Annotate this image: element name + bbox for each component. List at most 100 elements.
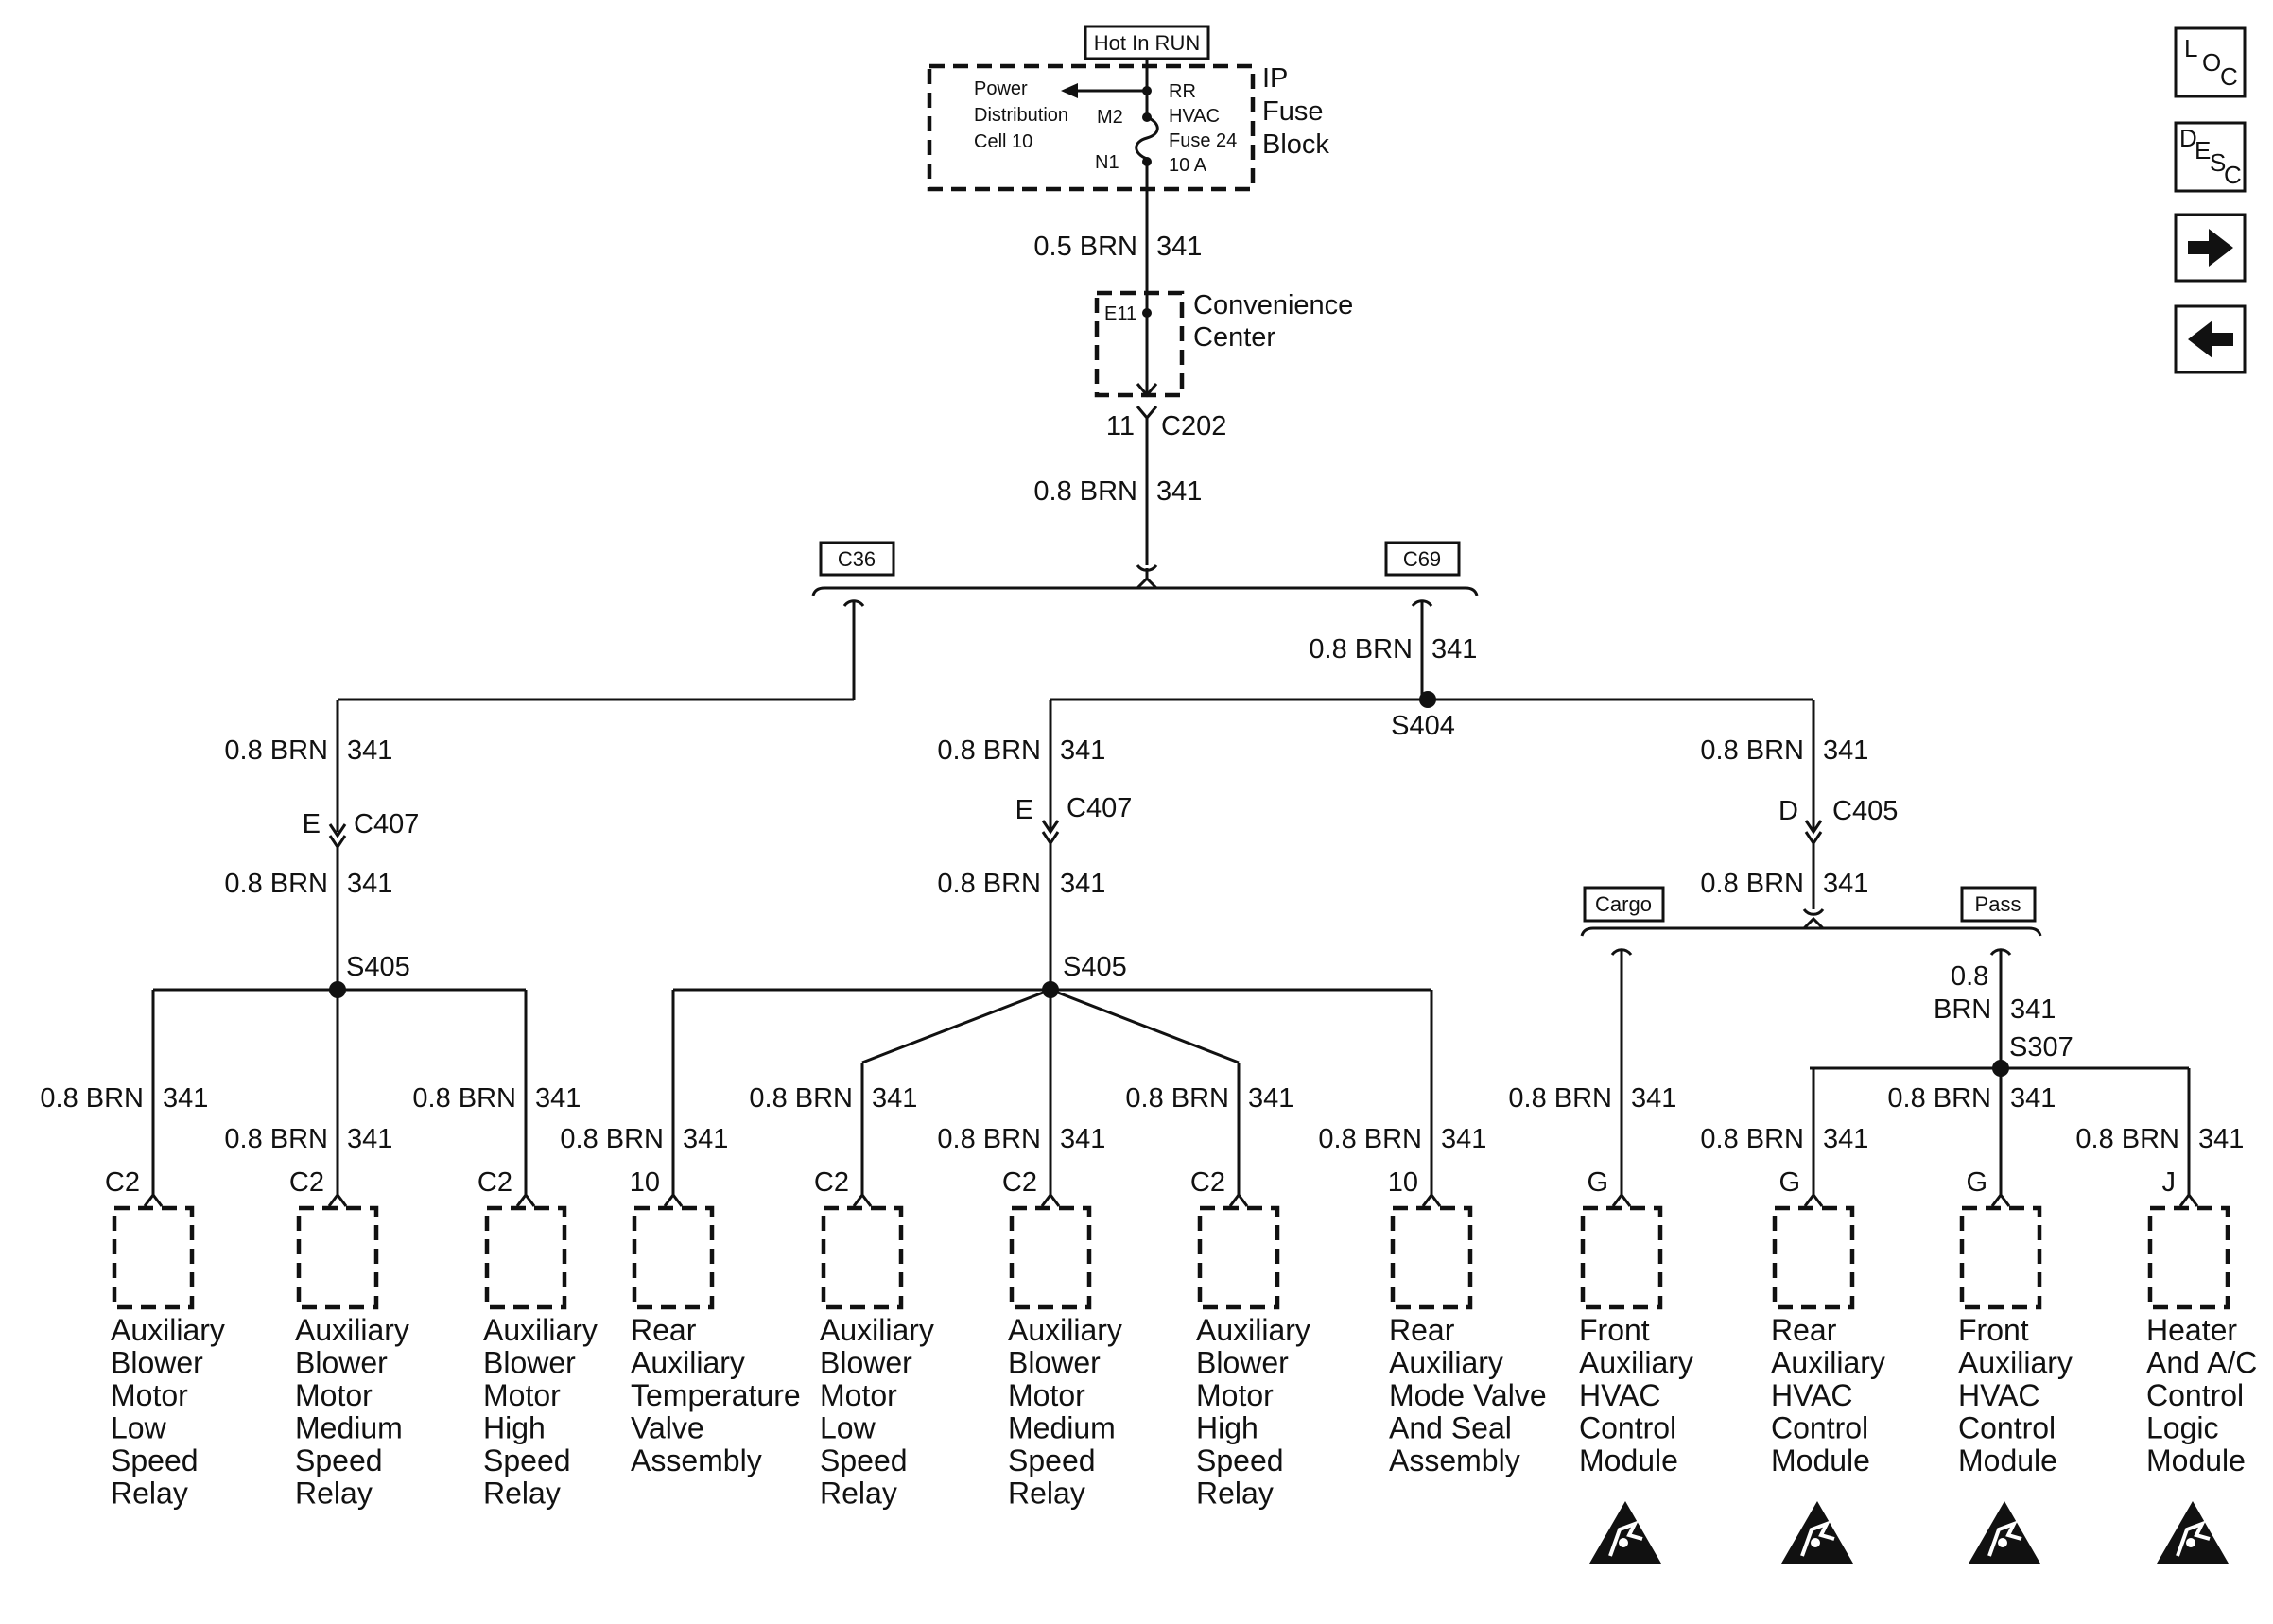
option-c69-box (1384, 541, 1461, 577)
component-label-line: Temperature (631, 1378, 801, 1412)
connector-symbol (2178, 1192, 2199, 1207)
circuit-label: 341 (535, 1083, 581, 1114)
connector-pin: 10 (630, 1167, 660, 1198)
option-bracket-cargo-pass (1580, 926, 2042, 937)
connector-symbol (515, 1192, 536, 1207)
wire-label-stack: BRN (1934, 994, 1991, 1025)
wire-label: 0.8 BRN (1033, 476, 1137, 507)
component-drops: 0.8 BRN 341C2AuxiliaryBlowerMotorLowSpeed… (40, 990, 2257, 1564)
component-label-line: Blower (483, 1346, 576, 1380)
wire-label: 0.8 BRN (1508, 1083, 1612, 1114)
component-label-line: Auxiliary (1579, 1346, 1693, 1380)
component-label-line: Front (1958, 1313, 2029, 1347)
circuit-label: 341 (347, 869, 392, 899)
component-label-line: Motor (820, 1378, 897, 1412)
component-box (1009, 1205, 1092, 1310)
option-bracket-c36-c69 (811, 586, 1479, 596)
component-label-line: HVAC (1771, 1378, 1853, 1412)
loc-button[interactable]: L O C (2174, 26, 2247, 98)
component-box (1197, 1205, 1280, 1310)
circuit-label: 341 (1823, 869, 1868, 899)
arrow-left-icon (2188, 320, 2233, 358)
svg-text:Distribution: Distribution (974, 105, 1068, 126)
component-label-line: And Seal (1389, 1411, 1512, 1445)
circuit-label: 341 (683, 1124, 728, 1154)
svg-text:Cell 10: Cell 10 (974, 131, 1032, 152)
component-label-line: Auxiliary (1008, 1313, 1122, 1347)
component-label-line: Blower (820, 1346, 912, 1380)
c202-label: C202 (1161, 411, 1226, 441)
desc-button[interactable]: D E S C (2174, 121, 2247, 193)
next-page-button[interactable] (2174, 213, 2247, 283)
pin-m2: M2 (1097, 107, 1123, 128)
component-box (1959, 1205, 2042, 1310)
connector-symbol (852, 1192, 873, 1207)
circuit-label: 341 (1631, 1083, 1676, 1114)
svg-text:C: C (2220, 62, 2238, 91)
component-label-line: Speed (820, 1443, 908, 1477)
esd-warning-icon (2157, 1501, 2229, 1564)
power-distribution-label: Power Distribution Cell 10 (974, 78, 1068, 152)
circuit-label: 341 (1248, 1083, 1293, 1114)
c405-label: C405 (1832, 796, 1898, 826)
component-label-line: Speed (1008, 1443, 1096, 1477)
component-label-line: Auxiliary (820, 1313, 934, 1347)
component-label-line: Speed (111, 1443, 199, 1477)
component-label-line: Auxiliary (1958, 1346, 2073, 1380)
circuit-label: 341 (347, 735, 392, 766)
component-label-line: Speed (1196, 1443, 1284, 1477)
previous-page-button[interactable] (2174, 304, 2247, 374)
wire-label: 0.8 BRN (1887, 1083, 1991, 1114)
connector-pin: G (1587, 1167, 1608, 1198)
wire-label: 0.8 BRN (937, 735, 1041, 766)
wire-label: 0.8 BRN (749, 1083, 853, 1114)
svg-text:D: D (2179, 124, 2197, 152)
option-c36-box (819, 541, 895, 577)
connector-pin: G (1778, 1167, 1800, 1198)
component-box (1580, 1205, 1663, 1310)
connector-symbol (1040, 1192, 1061, 1207)
component-label-line: High (483, 1411, 546, 1445)
component-label-line: Auxiliary (1196, 1313, 1310, 1347)
connector-pin: C2 (289, 1167, 324, 1198)
svg-text:HVAC: HVAC (1169, 106, 1220, 127)
pin-e: E (1015, 795, 1033, 825)
component-label-line: Control (2146, 1378, 2244, 1412)
component-label-line: Relay (1008, 1477, 1085, 1511)
component-label-line: Blower (1196, 1346, 1289, 1380)
component-label-line: Auxiliary (295, 1313, 409, 1347)
connector-pin: 10 (1388, 1167, 1418, 1198)
esd-warning-icon (1969, 1501, 2040, 1564)
circuit-label: 341 (2010, 1083, 2056, 1114)
component-label-line: Auxiliary (483, 1313, 598, 1347)
component-label-line: Relay (820, 1477, 897, 1511)
pin-n1: N1 (1095, 152, 1119, 173)
component-label-line: Speed (483, 1443, 571, 1477)
pin-e: E (303, 809, 321, 839)
svg-text:Convenience: Convenience (1193, 290, 1353, 320)
component-label-line: Motor (295, 1378, 373, 1412)
component-label-line: Motor (1196, 1378, 1274, 1412)
svg-text:Fuse: Fuse (1262, 96, 1323, 127)
c202-pin: 11 (1106, 411, 1135, 441)
connector-pin: G (1966, 1167, 1987, 1198)
svg-text:RR: RR (1169, 81, 1196, 102)
svg-text:10 A: 10 A (1169, 155, 1207, 176)
component-label-line: Heater (2146, 1313, 2237, 1347)
component-label-line: Assembly (1389, 1443, 1520, 1477)
component-label-line: Motor (483, 1378, 561, 1412)
component-label-line: Medium (295, 1411, 403, 1445)
wire-label-stack: 0.8 (1951, 961, 1988, 992)
component-label-line: Module (1771, 1443, 1870, 1477)
wire-label: 0.8 BRN (1125, 1083, 1229, 1114)
svg-text:O: O (2202, 48, 2221, 77)
component-label-line: Rear (631, 1313, 697, 1347)
